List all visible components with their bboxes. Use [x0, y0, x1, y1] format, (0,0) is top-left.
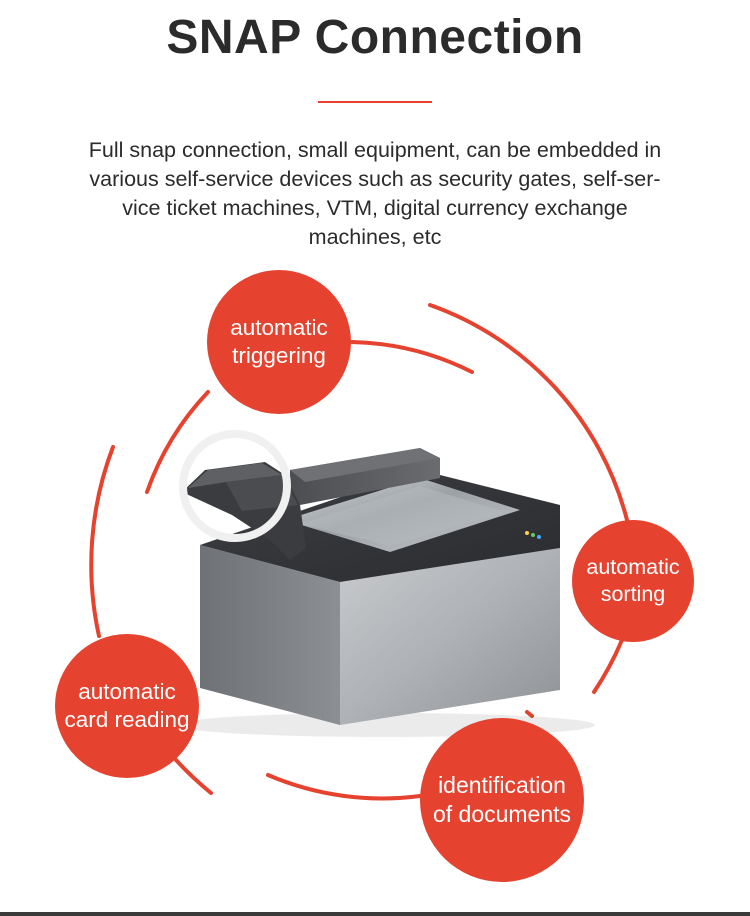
feature-label: identification of documents	[432, 772, 572, 827]
feature-automatic-sorting: automatic sorting	[572, 520, 694, 642]
orbit-arc	[266, 773, 422, 801]
orbit-arc	[89, 445, 115, 638]
magnifier-ring	[179, 430, 291, 542]
feature-label: automatic sorting	[586, 555, 680, 606]
description-text: Full snap connection, small equipment, c…	[45, 136, 705, 252]
feature-automatic-card-reading: automatic card reading	[55, 634, 199, 778]
description-line-2: various self-service devices such as sec…	[89, 167, 661, 191]
title-divider	[318, 101, 432, 103]
page-title: SNAP Connection	[166, 11, 584, 64]
feature-automatic-triggering: automatic triggering	[207, 270, 351, 414]
feature-label: automatic triggering	[230, 315, 328, 368]
feature-identification-of-documents: identification of documents	[420, 718, 584, 882]
description-line-4: machines, etc	[308, 225, 442, 249]
bottom-border	[0, 912, 750, 916]
description-line-1: Full snap connection, small equipment, c…	[88, 138, 662, 162]
device-right-face	[340, 548, 560, 725]
feature-label: automatic card reading	[64, 679, 190, 732]
orbit-arc	[428, 303, 629, 522]
orbit-arc	[350, 340, 474, 374]
orbit-arc	[174, 758, 213, 795]
description-line-3: vice ticket machines, VTM, digital curre…	[122, 196, 628, 220]
orbit-arc	[592, 638, 624, 694]
orbit-arc	[145, 390, 210, 494]
orbit-arc	[525, 710, 534, 718]
device-left-face	[200, 545, 340, 725]
